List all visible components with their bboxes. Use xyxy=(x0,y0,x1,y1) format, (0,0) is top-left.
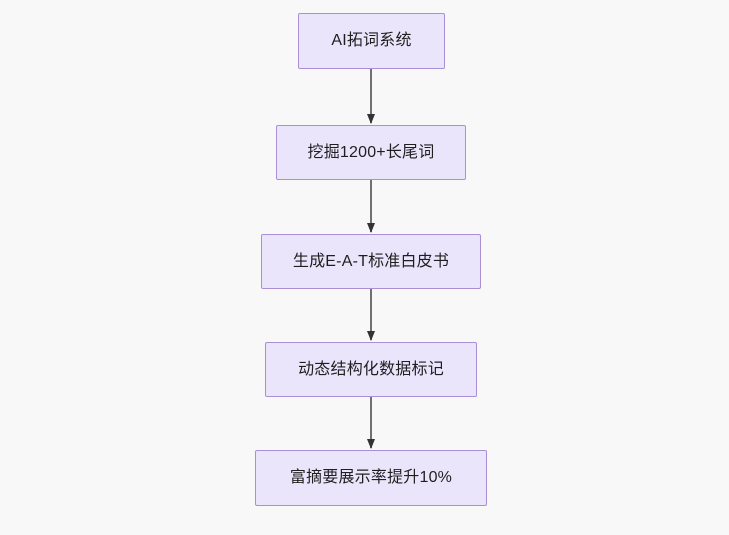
flow-node-generate-eat-whitepaper[interactable]: 生成E-A-T标准白皮书 xyxy=(261,234,481,289)
flow-node-mine-longtail-keywords[interactable]: 挖掘1200+长尾词 xyxy=(276,125,466,180)
flow-node-label: AI拓词系统 xyxy=(331,32,412,50)
flow-node-rich-snippet-rate-increase[interactable]: 富摘要展示率提升10% xyxy=(255,450,487,506)
flow-node-dynamic-structured-data-markup[interactable]: 动态结构化数据标记 xyxy=(265,342,477,397)
flow-node-ai-keyword-system[interactable]: AI拓词系统 xyxy=(298,13,445,69)
flow-node-label: 挖掘1200+长尾词 xyxy=(307,143,435,161)
flow-node-label: 富摘要展示率提升10% xyxy=(289,469,453,487)
flow-node-label: 生成E-A-T标准白皮书 xyxy=(292,252,450,270)
flow-node-label: 动态结构化数据标记 xyxy=(298,360,444,378)
